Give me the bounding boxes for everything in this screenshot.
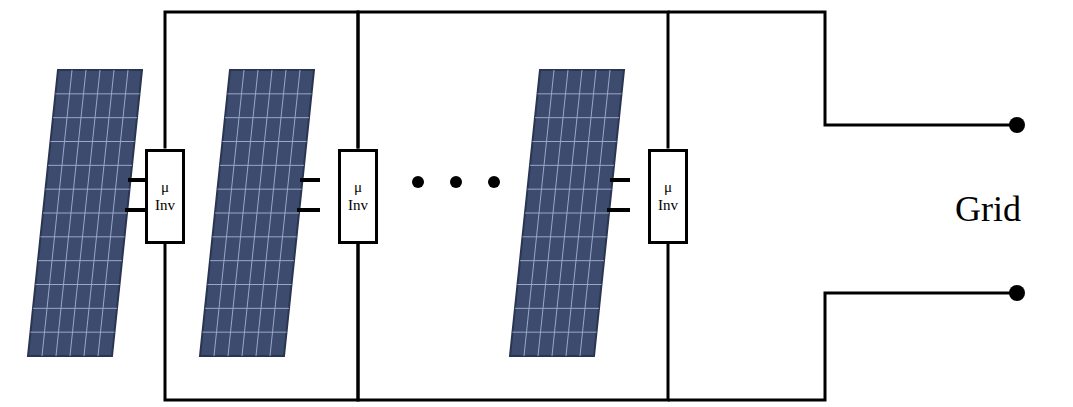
micro-inverter-box: μ Inv: [648, 149, 688, 244]
cell-line: [518, 284, 602, 285]
cell-line: [33, 308, 117, 309]
grid-wire: [668, 293, 1012, 400]
cell-line: [525, 213, 609, 214]
inverter-label: μ Inv: [655, 178, 681, 214]
cell-line: [523, 236, 607, 237]
cell-line: [220, 165, 304, 166]
cell-line: [41, 236, 125, 237]
pv-panel: [200, 70, 314, 356]
cell-line: [515, 308, 599, 309]
cell-line: [213, 236, 297, 237]
ellipsis-dot: [488, 176, 500, 188]
cell-line: [228, 93, 312, 94]
panel-body: [510, 70, 624, 356]
cell-line: [223, 141, 307, 142]
cell-line: [31, 332, 115, 333]
cell-line: [520, 260, 604, 261]
cell-line: [533, 141, 617, 142]
dc-lead: [297, 180, 320, 210]
cell-line: [528, 189, 612, 190]
grid-terminal: [1009, 285, 1025, 301]
bus-wire: [358, 244, 668, 401]
ellipsis-dot: [412, 176, 424, 188]
micro-inverter-box: μ Inv: [338, 149, 378, 244]
inverter-label: μ Inv: [152, 178, 178, 214]
cell-line: [225, 117, 309, 118]
inverter-label: μ Inv: [345, 178, 371, 214]
dc-lead: [607, 180, 630, 210]
panel-body: [200, 70, 314, 356]
cell-line: [46, 189, 130, 190]
cell-line: [208, 284, 292, 285]
cell-line: [513, 332, 597, 333]
bus-wire: [358, 12, 668, 149]
cell-line: [203, 332, 287, 333]
cell-line: [215, 213, 299, 214]
bus-wire: [165, 12, 358, 149]
grid-wire: [668, 12, 1012, 125]
grid-label: Grid: [955, 188, 1021, 230]
cell-line: [51, 141, 135, 142]
ellipsis-dot: [450, 176, 462, 188]
grid-terminal: [1009, 117, 1025, 133]
cell-line: [538, 93, 622, 94]
cell-line: [205, 308, 289, 309]
cell-line: [218, 189, 302, 190]
panel-body: [28, 70, 142, 356]
pv-panel: [28, 70, 142, 356]
pv-panel: [510, 70, 624, 356]
cell-line: [48, 165, 132, 166]
cell-line: [38, 260, 122, 261]
micro-inverter-box: μ Inv: [145, 149, 185, 244]
cell-line: [56, 93, 140, 94]
cell-line: [530, 165, 614, 166]
cell-line: [43, 213, 127, 214]
cell-line: [53, 117, 137, 118]
cell-line: [535, 117, 619, 118]
cell-line: [210, 260, 294, 261]
cell-line: [36, 284, 120, 285]
bus-wire: [165, 244, 358, 401]
